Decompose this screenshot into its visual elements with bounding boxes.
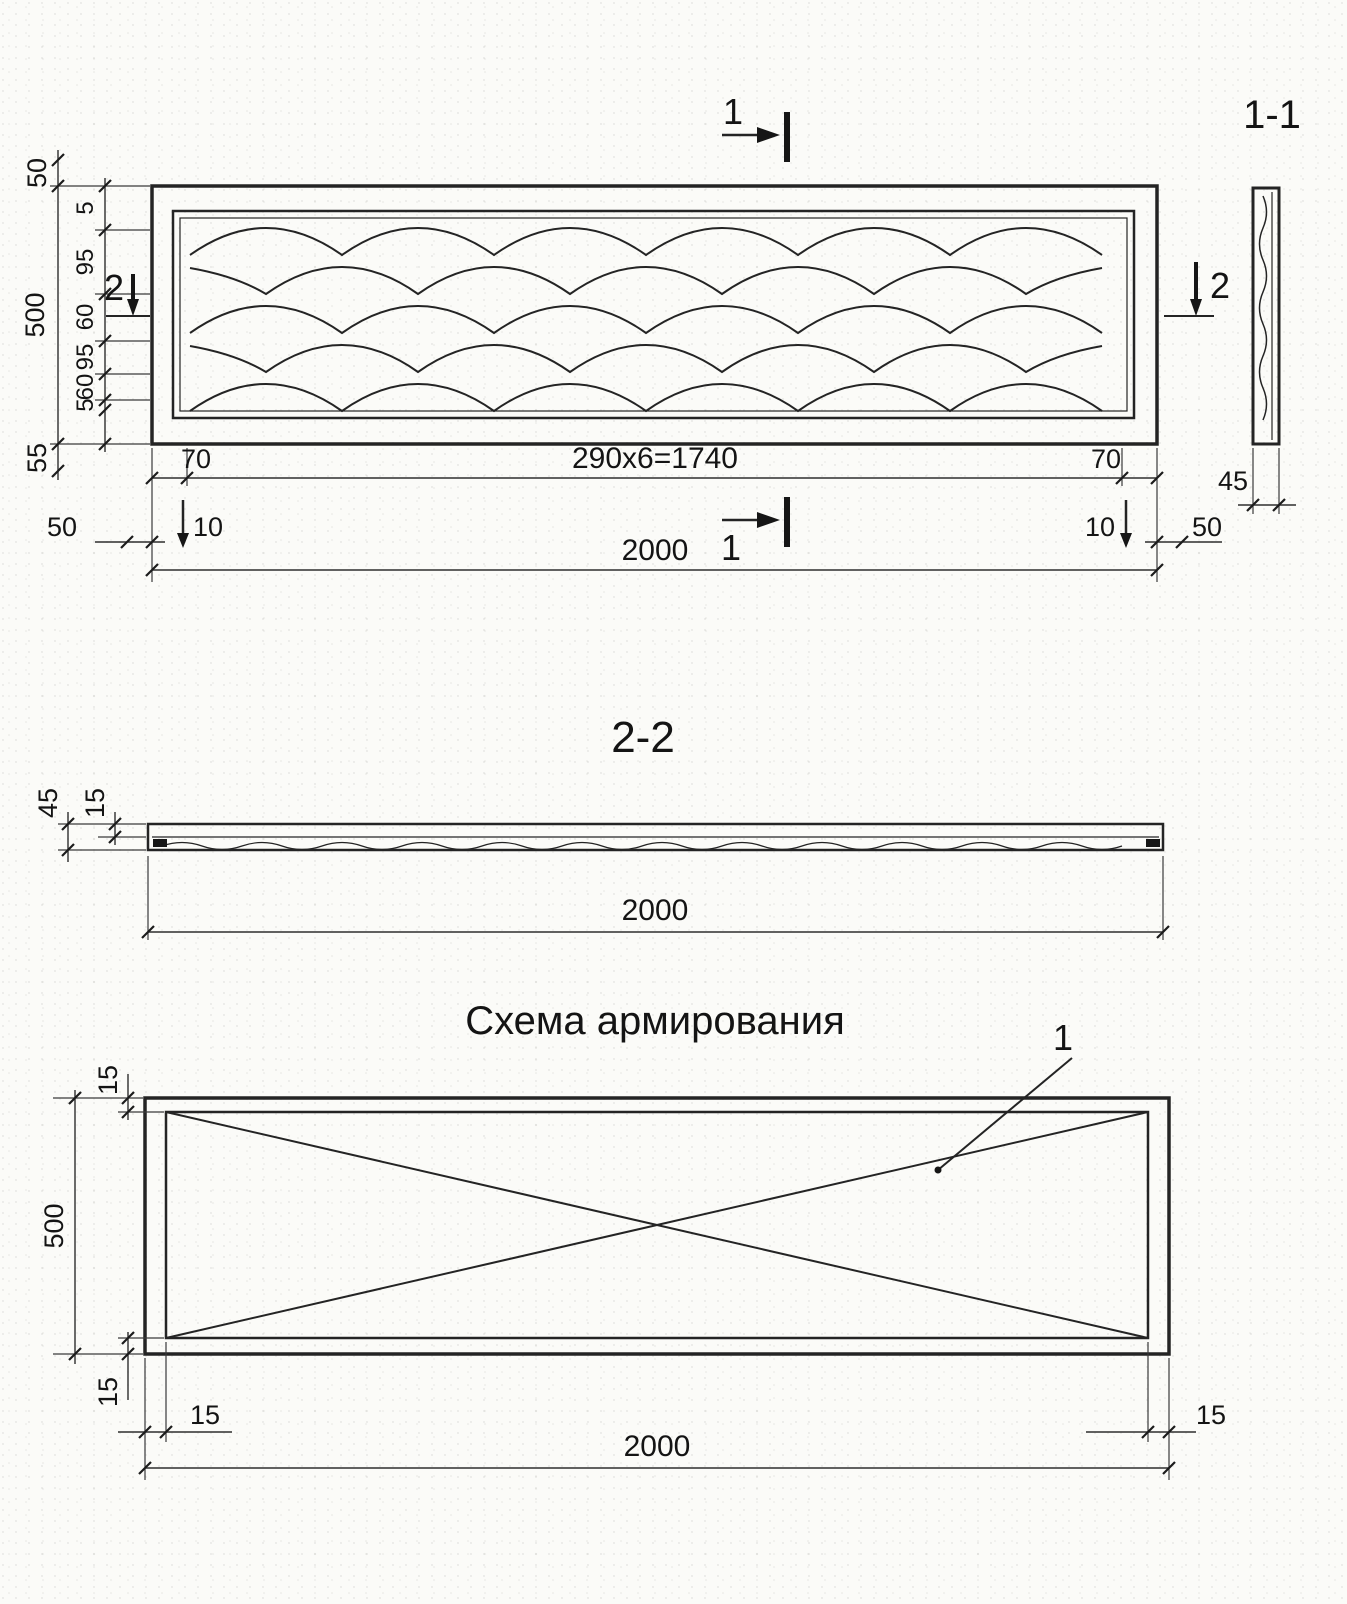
rebar-outline — [143, 1096, 1171, 1356]
dim-15-section22: 15 — [80, 788, 110, 818]
section-arrow-down-icon — [1190, 299, 1202, 316]
section-1-1-relief-line — [1258, 195, 1268, 421]
section-2-label-right: 2 — [1210, 265, 1230, 306]
dim-chain-label: 5 — [72, 201, 99, 214]
section-arrow-down-icon — [127, 299, 139, 316]
section-arrow-right-icon — [757, 127, 780, 143]
section-1-1-view: 1-1 45 — [1218, 93, 1301, 514]
panel-inner-frame — [171, 209, 1136, 420]
dim-500-rebar: 500 — [39, 1203, 69, 1248]
section-mark-2-right: 2 — [1164, 262, 1230, 317]
dim-500-left: 500 — [20, 292, 50, 337]
wave-relief-pattern — [189, 227, 1103, 413]
dim-modules: 290x6=1740 — [572, 442, 738, 475]
section-1-label-bottom: 1 — [721, 527, 741, 568]
dim-chain-label: 60 — [72, 374, 99, 401]
dim-15-rebar-bottom-right: 15 — [1196, 1400, 1226, 1430]
dim-70-right: 70 — [1091, 444, 1121, 474]
rebar-callout: 1 — [934, 1017, 1073, 1174]
dim-45-section22: 45 — [33, 788, 63, 818]
section-2-label-left: 2 — [104, 267, 124, 308]
panel-inner-frame-2 — [179, 217, 1128, 412]
dim-10-left: 10 — [193, 512, 223, 542]
dim-2000-section22: 2000 — [622, 894, 689, 927]
rebar-diagonals — [165, 1111, 1149, 1339]
section-2-2-end-detail — [153, 839, 167, 847]
dim-70-left: 70 — [181, 444, 211, 474]
section-2-2-outline — [146, 822, 1165, 852]
section-2-2-end-detail — [1146, 839, 1160, 847]
section-1-1-outline — [1251, 186, 1281, 446]
dim-chain-label: 5 — [72, 398, 99, 411]
rebar-mesh-frame — [164, 1110, 1150, 1340]
plan-bottom-dimensions: 70 290x6=1740 70 10 10 50 50 2000 — [47, 442, 1222, 582]
section-1-1-title: 1-1 — [1243, 93, 1301, 137]
dim-55-bottom: 55 — [22, 443, 52, 473]
dim-50-bottom-left: 50 — [47, 512, 77, 542]
section-2-2-view: 2-2 45 15 2000 — [33, 713, 1170, 940]
dim-15-rebar-bottom-left: 15 — [190, 1400, 220, 1430]
dim-10-right: 10 — [1085, 512, 1115, 542]
offset-arrow-icon — [177, 533, 189, 548]
section-mark-1-top: 1 — [722, 91, 790, 162]
dim-15-rebar-bottom-side: 15 — [93, 1377, 123, 1407]
offset-arrow-icon — [1120, 533, 1132, 548]
plan-view: 50 500 55 5 95 60 95 60 5 2 2 1 — [20, 91, 1230, 582]
dim-45-section11: 45 — [1218, 466, 1248, 496]
section-2-2-relief-line — [161, 841, 1123, 851]
section-mark-2-left: 2 — [104, 267, 150, 317]
dim-chain-label: 95 — [72, 249, 99, 276]
dim-chain-label: 95 — [72, 344, 99, 371]
dim-chain-label: 60 — [72, 304, 99, 331]
dim-15-rebar-top: 15 — [93, 1065, 123, 1095]
section-2-2-title: 2-2 — [611, 713, 675, 762]
dim-2000-rebar: 2000 — [624, 1430, 691, 1463]
rebar-title: Схема армирования — [465, 999, 845, 1043]
section-1-label-top: 1 — [723, 91, 743, 132]
dim-50-top: 50 — [22, 158, 52, 188]
section-mark-1-bottom: 1 — [721, 497, 790, 568]
rebar-callout-label: 1 — [1053, 1017, 1073, 1058]
dim-50-bottom-right: 50 — [1192, 512, 1222, 542]
callout-dot — [934, 1166, 942, 1174]
plan-left-dimensions: 50 500 55 5 95 60 95 60 5 — [20, 150, 150, 480]
section-arrow-right-icon — [757, 512, 780, 528]
dim-2000-plan: 2000 — [622, 534, 689, 567]
rebar-scheme: Схема армирования 1 500 15 15 — [39, 999, 1226, 1480]
panel-outline — [150, 184, 1159, 446]
